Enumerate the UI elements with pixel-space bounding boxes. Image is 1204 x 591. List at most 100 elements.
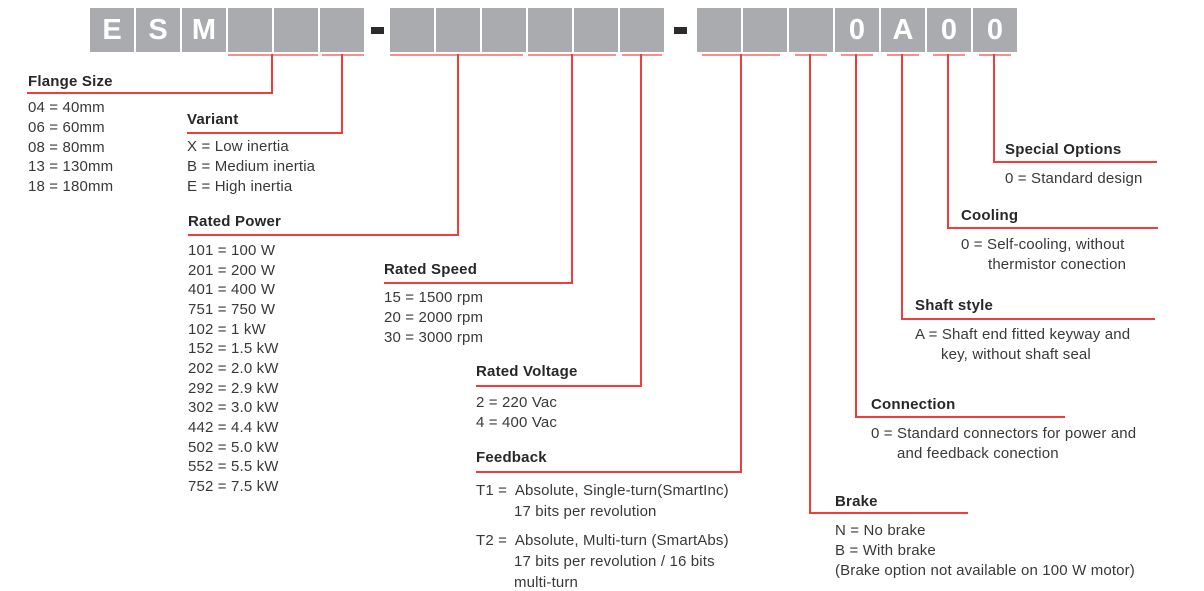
section-body: 0 = Standard design [1005,169,1143,189]
section-title: Shaft style [915,297,994,314]
code-box-filled: 0 [973,8,1017,52]
connector-line-rated-voltage-underline [476,385,642,387]
spec-line: 13 = 130mm [28,158,114,176]
spec-line: 2 = 220 Vac [476,394,558,411]
spec-line: 17 bits per revolution [514,503,657,520]
code-box-empty [436,8,480,52]
spec-line: B = Medium inertia [187,158,316,175]
connector-line-brake-underline [809,512,968,514]
section-body: A = Shaft end fitted keyway and key, with… [915,325,1130,365]
code-box-empty [789,8,833,52]
spec-line: 0 = Standard design [1005,170,1143,187]
spec-line: 552 = 5.5 kW [188,458,279,476]
code-box-empty [320,8,364,52]
spec-line: 152 = 1.5 kW [188,340,279,358]
connector-line-special-options-vertical [993,54,995,161]
spec-line: X = Low inertia [187,138,289,155]
connector-line-variant-bracket [322,54,364,56]
connector-line-connection-bracket [841,54,873,56]
code-box-empty [228,8,272,52]
spec-line: 30 = 3000 rpm [384,329,484,346]
code-box-filled: 0 [835,8,879,52]
section-title: Cooling [961,207,1019,224]
spec-line: multi-turn [514,574,579,591]
connector-line-rated-power-vertical [457,54,459,234]
connector-line-connection-underline [855,416,1065,418]
spec-line: 292 = 2.9 kW [188,379,279,397]
connector-line-variant-underline [187,132,343,134]
spec-line: N = No brake [835,522,926,539]
spec-line: 751 = 750 W [188,300,276,318]
section-connection: Connection 0 = Standard connectors for p… [871,396,1136,464]
section-rated-voltage: Rated Voltage 2 = 220 Vac 4 = 400 Vac [476,363,578,433]
section-title: Connection [871,396,956,413]
code-box-filled: 0 [927,8,971,52]
section-title: Rated Voltage [476,363,578,380]
separator-dash [674,27,687,34]
spec-line: A = Shaft end fitted keyway and [915,326,1131,343]
spec-line: 442 = 4.4 kW [188,418,279,436]
code-box-empty [697,8,741,52]
code-box-empty [482,8,526,52]
spec-line: 102 = 1 kW [188,320,266,338]
spec-line: T1 = Absolute, Single-turn(SmartInc) [476,482,729,499]
spec-line: B = With brake [835,542,936,559]
connector-line-rated-speed-underline [384,282,573,284]
code-box-filled: A [881,8,925,52]
connector-line-shaft-style-vertical [901,54,903,318]
spec-line: 752 = 7.5 kW [188,477,279,495]
spec-line: 0 = Self-cooling, without [961,236,1125,253]
spec-line: 20 = 2000 rpm [384,309,484,326]
code-box-empty [390,8,434,52]
section-body: T1 = Absolute, Single-turn(SmartInc) 17 b… [476,480,729,591]
section-rated-power: Rated Power 101 = 100 W 201 = 200 W 401 = … [188,213,281,497]
code-box-empty [528,8,572,52]
section-variant: Variant X = Low inertia B = Medium inerti… [187,111,315,197]
connector-line-feedback-vertical [740,54,742,471]
code-box-empty [574,8,618,52]
separator-dash [371,27,384,34]
spec-line: key, without shaft seal [941,346,1091,363]
connector-line-flange-size-vertical [271,54,273,92]
code-box-empty [274,8,318,52]
section-title: Feedback [476,449,547,466]
spec-line: 17 bits per revolution / 16 bits [514,553,715,570]
connector-line-rated-power-bracket [390,54,523,56]
connector-line-rated-speed-vertical [571,54,573,282]
code-box-filled: S [136,8,180,52]
connector-line-rated-power-underline [188,234,459,236]
section-shaft-style: Shaft style A = Shaft end fitted keyway … [915,297,1130,365]
section-title: Variant [187,111,239,128]
connector-line-shaft-style-underline [901,318,1155,320]
section-body: 2 = 220 Vac 4 = 400 Vac [476,393,578,433]
connector-line-brake-vertical [809,54,811,512]
spec-line: 502 = 5.0 kW [188,438,279,456]
section-special-options: Special Options 0 = Standard design [1005,141,1143,189]
connector-line-feedback-underline [476,471,742,473]
spec-line: 201 = 200 W [188,261,276,279]
spec-line: E = High inertia [187,178,293,195]
connector-line-connection-vertical [855,54,857,416]
spec-line: 0 = Standard connectors for power and [871,425,1137,442]
section-title: Special Options [1005,141,1122,158]
spec-line: 4 = 400 Vac [476,414,558,431]
section-title: Brake [835,493,878,510]
section-title: Rated Power [188,213,282,230]
connector-line-cooling-underline [947,227,1158,229]
spec-line: 401 = 400 W [188,281,276,299]
section-body: X = Low inertia B = Medium inertia E = Hig… [187,137,315,197]
spec-line: 202 = 2.0 kW [188,359,279,377]
section-title: Rated Speed [384,261,478,278]
spec-line: 08 = 80mm [28,138,105,156]
connector-line-special-options-bracket [979,54,1011,56]
spec-line: T2 = Absolute, Multi-turn (SmartAbs) [476,532,729,549]
spec-line: 101 = 100 W [188,242,276,259]
connector-line-rated-voltage-vertical [640,54,642,385]
